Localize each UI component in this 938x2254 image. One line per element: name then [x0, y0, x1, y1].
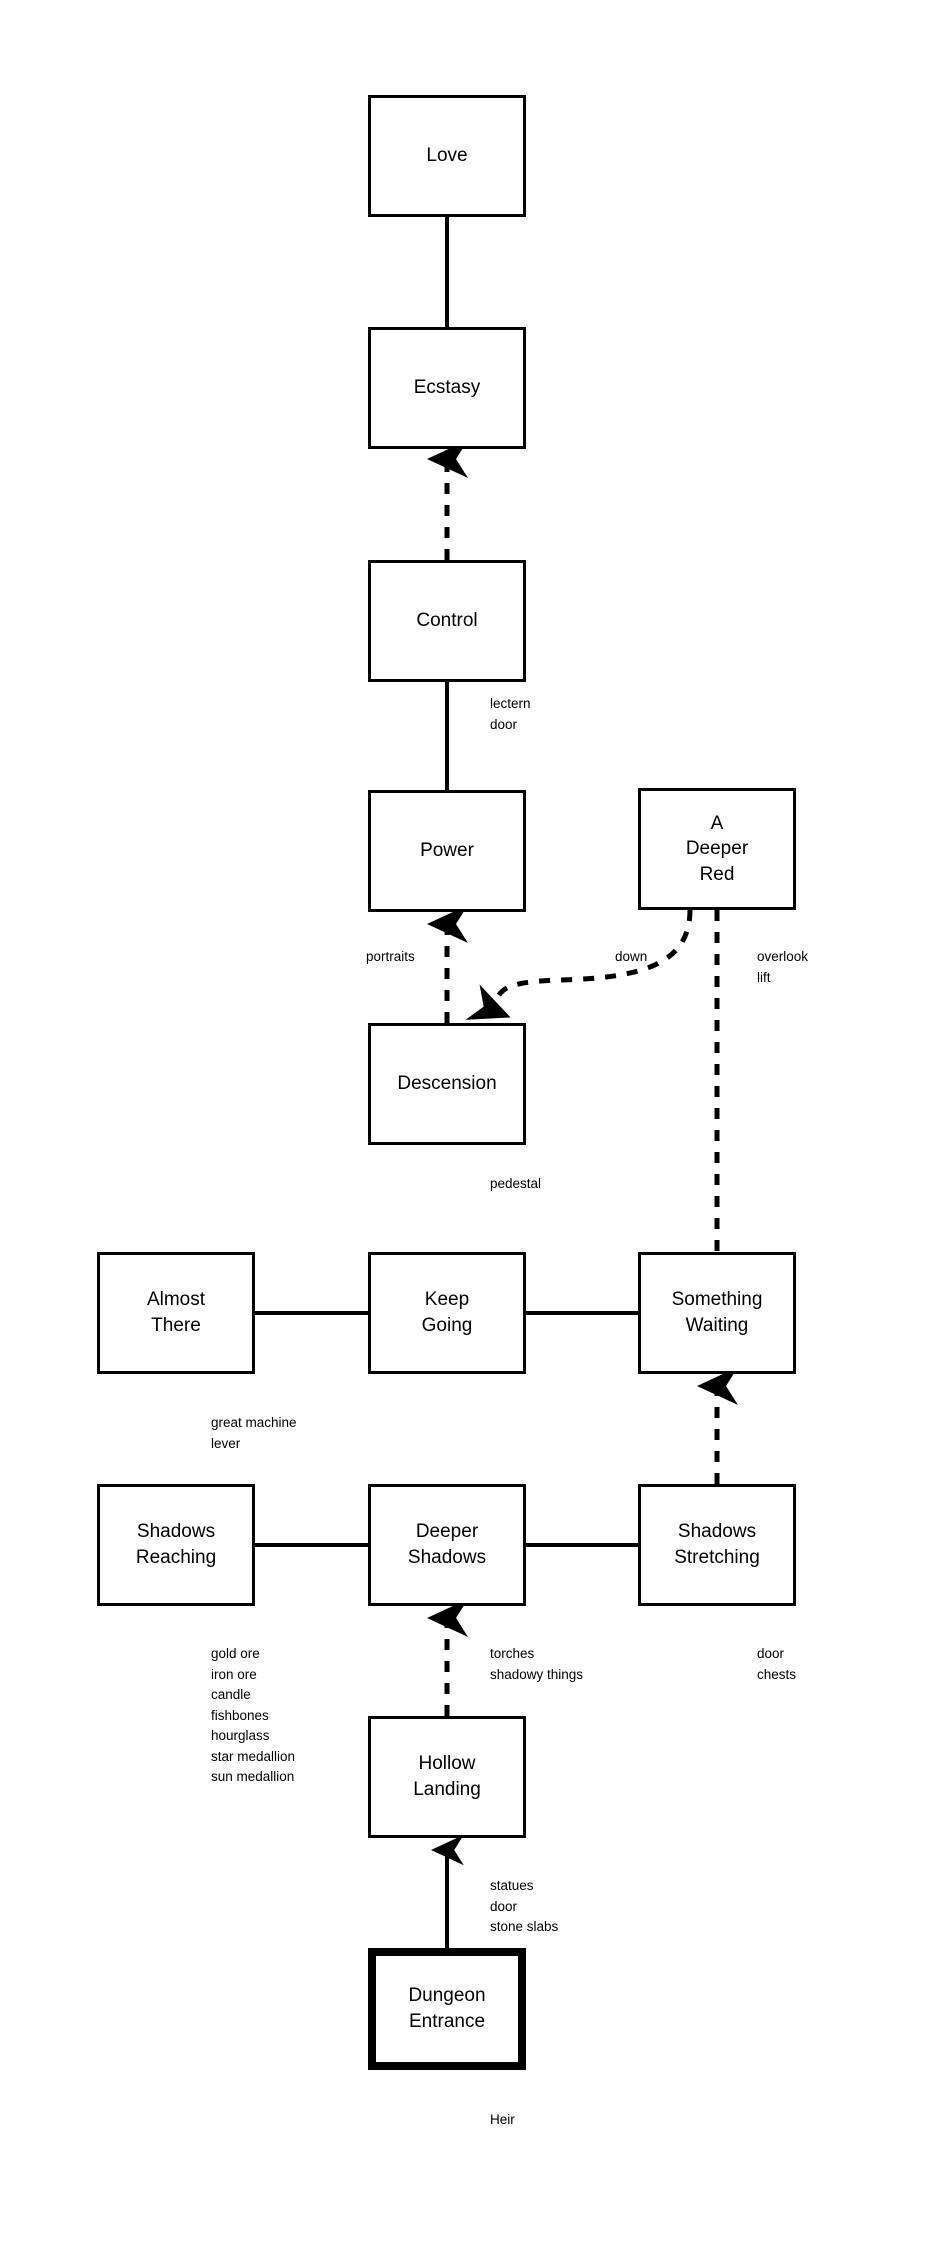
node-descension[interactable]: Descension [368, 1023, 526, 1145]
edge-label-portraits: portraits [366, 949, 415, 964]
node-love[interactable]: Love [368, 95, 526, 217]
edge-deeperred-descension [465, 909, 693, 1020]
edge-label-down: down [615, 949, 648, 964]
edge-label-torches: torches shadowy things [490, 1646, 584, 1682]
edge-label-heir: Heir [490, 2112, 515, 2127]
edge-label-lectern-door: lectern door [490, 696, 531, 732]
node-hollow-landing[interactable]: Hollow Landing [368, 1716, 526, 1838]
node-a-deeper-red[interactable]: A Deeper Red [638, 788, 796, 910]
edge-label-door-chests: door chests [757, 1646, 797, 1682]
node-deeper-shadows[interactable]: Deeper Shadows [368, 1484, 526, 1606]
node-shadows-reaching[interactable]: Shadows Reaching [97, 1484, 255, 1606]
node-control[interactable]: Control [368, 560, 526, 682]
node-dungeon-entrance[interactable]: Dungeon Entrance [368, 1948, 526, 2070]
node-keep-going[interactable]: Keep Going [368, 1252, 526, 1374]
edge-label-great-machine: great machine lever [211, 1415, 297, 1451]
edge-label-overlook-lift: overlook lift [757, 949, 809, 985]
node-power[interactable]: Power [368, 790, 526, 912]
node-ecstasy[interactable]: Ecstasy [368, 327, 526, 449]
node-almost-there[interactable]: Almost There [97, 1252, 255, 1374]
edge-label-pedestal: pedestal [490, 1176, 542, 1191]
node-something-waiting[interactable]: Something Waiting [638, 1252, 796, 1374]
edge-label-statues: statues door stone slabs [490, 1878, 559, 1935]
node-shadows-stretching[interactable]: Shadows Stretching [638, 1484, 796, 1606]
edge-label-ore-items: gold ore iron ore candle fishbones hourg… [211, 1646, 296, 1785]
